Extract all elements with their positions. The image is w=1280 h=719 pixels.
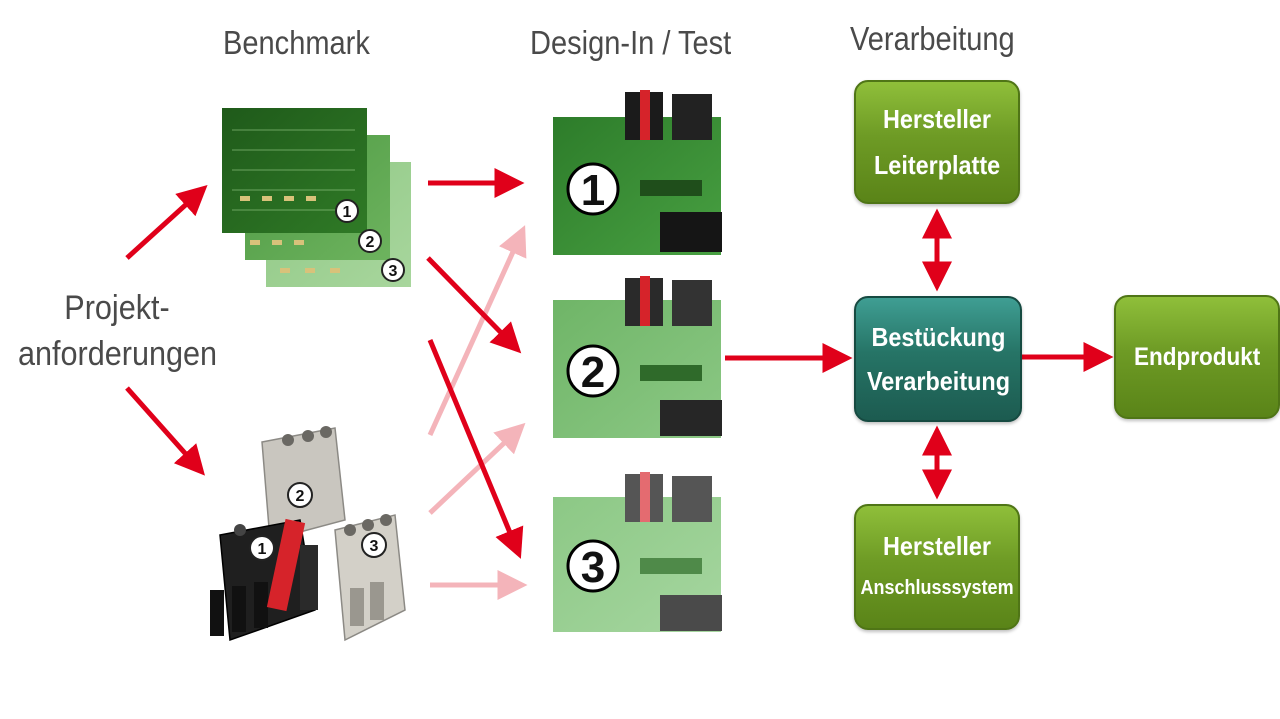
badge-connector-1-label: 1 bbox=[258, 541, 267, 558]
test-board-2 bbox=[553, 276, 722, 438]
connector-manufacturer-line-2: Anschlusssystem bbox=[860, 577, 1014, 599]
pcb-manufacturer-line-1: Hersteller bbox=[883, 104, 991, 134]
requirements-line-1: Projekt- bbox=[64, 289, 170, 327]
test-board-1 bbox=[553, 90, 722, 255]
test-board-3-number: 3 bbox=[581, 543, 605, 592]
test-board-3 bbox=[553, 472, 722, 632]
arrow-connector-to-board-1 bbox=[427, 225, 527, 437]
connector-manufacturer-line-1: Hersteller bbox=[883, 531, 991, 561]
arrow-connector-to-board-2 bbox=[428, 422, 526, 515]
pcb-manufacturer-line-2: Leiterplatte bbox=[873, 150, 1001, 180]
badge-connector-3 bbox=[361, 532, 387, 558]
arrow-req-to-connectors bbox=[125, 386, 205, 476]
design-in-title: Design-In / Test bbox=[530, 24, 732, 61]
test-board-1-number: 1 bbox=[581, 166, 605, 215]
requirements-line-2: anforderungen bbox=[18, 335, 218, 373]
connector-manufacturer-box: Hersteller Anschlusssystem bbox=[854, 504, 1020, 630]
badge-pcb-2-label: 2 bbox=[366, 234, 375, 251]
badge-pcb-1-label: 1 bbox=[343, 204, 352, 221]
assembly-line-2: Verarbeitung bbox=[866, 366, 1010, 396]
arrow-pcb-to-board-3 bbox=[427, 339, 524, 559]
arrow-pcb-to-board-2 bbox=[426, 256, 522, 354]
badge-connector-1 bbox=[249, 535, 275, 561]
test-board-2-number: 2 bbox=[581, 348, 605, 397]
red-arrows bbox=[125, 168, 1114, 559]
end-product-label: Endprodukt bbox=[1133, 342, 1261, 371]
arrow-req-to-benchmark bbox=[125, 184, 208, 260]
badge-connector-2 bbox=[287, 482, 313, 508]
benchmark-pcb-stack bbox=[222, 108, 411, 287]
benchmark-title: Benchmark bbox=[223, 24, 370, 61]
project-requirements-label: Projekt- anforderungen bbox=[18, 285, 218, 377]
badge-connector-2-label: 2 bbox=[296, 488, 305, 505]
badge-connector-3-label: 3 bbox=[370, 538, 379, 555]
assembly-processing-box: Bestückung Verarbeitung bbox=[854, 296, 1022, 422]
badge-pcb-3 bbox=[381, 258, 405, 282]
end-product-box: Endprodukt bbox=[1114, 295, 1280, 419]
processing-title: Verarbeitung bbox=[850, 20, 1015, 57]
badge-pcb-3-label: 3 bbox=[389, 263, 398, 280]
pcb-manufacturer-box: Hersteller Leiterplatte bbox=[854, 80, 1020, 204]
faded-arrows bbox=[427, 225, 528, 600]
badge-pcb-1 bbox=[335, 199, 359, 223]
badge-pcb-2 bbox=[358, 229, 382, 253]
benchmark-connectors bbox=[210, 426, 406, 642]
assembly-line-1: Bestückung bbox=[871, 322, 1005, 352]
